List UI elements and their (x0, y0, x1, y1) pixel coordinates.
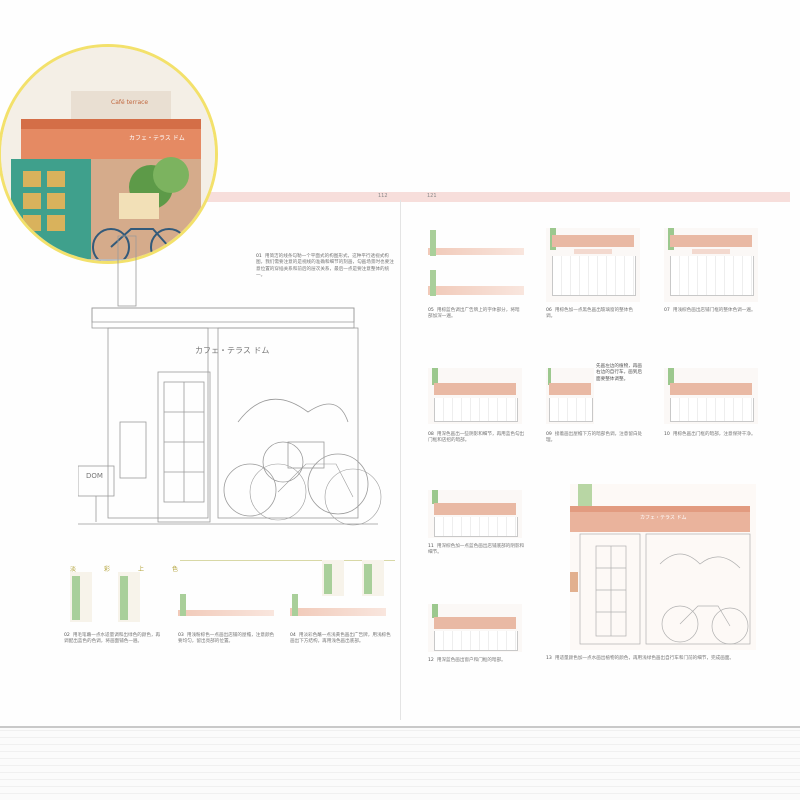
step11-thumb (428, 490, 522, 538)
step13-awning-text: カフェ・テラス ドム (640, 515, 687, 521)
section-title: 淡彩上色 (70, 566, 179, 573)
step02-thumb-b (118, 572, 140, 622)
step13-illustration (570, 484, 751, 645)
step10-thumb (664, 368, 758, 424)
step04-detail-a (322, 560, 344, 596)
page-number-right: 121 (427, 193, 437, 199)
step06-thumb (546, 228, 640, 302)
step05-thumb-a (428, 228, 524, 258)
step07-thumb (664, 228, 758, 302)
step04-thumb (290, 594, 386, 618)
line-sketch-cafe (78, 235, 382, 526)
step08-thumb (428, 368, 522, 424)
colored-preview-circle: カフェ・テラス ドム Café terrace (0, 44, 218, 264)
top-color-band (190, 192, 790, 202)
sketch-awning-text: カフェ・テラス ドム (195, 346, 270, 355)
step02-thumb-a (70, 572, 92, 622)
page-edge-shadow (0, 726, 800, 729)
section-rule (180, 560, 395, 561)
step12-thumb (428, 604, 522, 652)
grid-paper-background (0, 728, 800, 800)
page-gutter (400, 200, 401, 720)
sketch-dom-sign: DOM (86, 472, 103, 480)
step03-thumb (178, 594, 274, 618)
note-box: 先画左边的植物，再画右边的自行车，画到后面要整体调整。 (596, 364, 642, 382)
colored-cafe-illustration (1, 47, 215, 261)
circle-cafe-sign: Café terrace (111, 99, 149, 106)
step13-thumb: カフェ・テラス ドム (570, 484, 756, 650)
book-spread: 112 121 カフェ・テラス ドム Café terrace (0, 44, 790, 720)
step09-thumb (546, 368, 594, 424)
step04-detail-b (362, 560, 384, 596)
circle-awning-text: カフェ・テラス ドム (129, 135, 185, 142)
page-number-left: 112 (378, 193, 388, 199)
step05-thumb-b (428, 268, 524, 298)
